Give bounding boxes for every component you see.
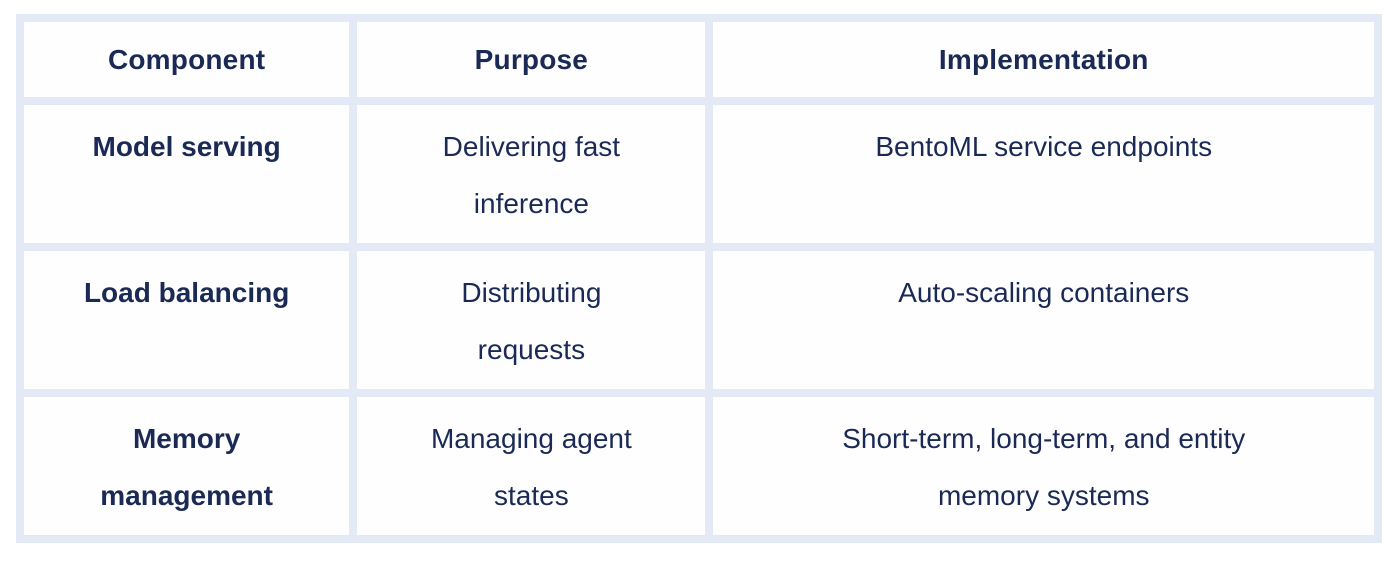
cell-purpose-row2: Distributing requests (357, 251, 706, 389)
cell-implementation-row1: BentoML service endpoints (713, 105, 1374, 243)
column-header-component: Component (24, 22, 350, 97)
cell-component-row1: Model serving (24, 105, 350, 243)
cell-implementation-row3: Short-term, long-term, and entity memory… (713, 397, 1374, 535)
cell-purpose-row1: Delivering fast inference (357, 105, 706, 243)
column-header-implementation: Implementation (713, 22, 1374, 97)
cell-component-row2: Load balancing (24, 251, 350, 389)
cell-purpose-row3: Managing agent states (357, 397, 706, 535)
components-table: Component Purpose Implementation Model s… (16, 14, 1382, 543)
column-header-purpose: Purpose (357, 22, 706, 97)
cell-component-row3: Memory management (24, 397, 350, 535)
cell-implementation-row2: Auto-scaling containers (713, 251, 1374, 389)
